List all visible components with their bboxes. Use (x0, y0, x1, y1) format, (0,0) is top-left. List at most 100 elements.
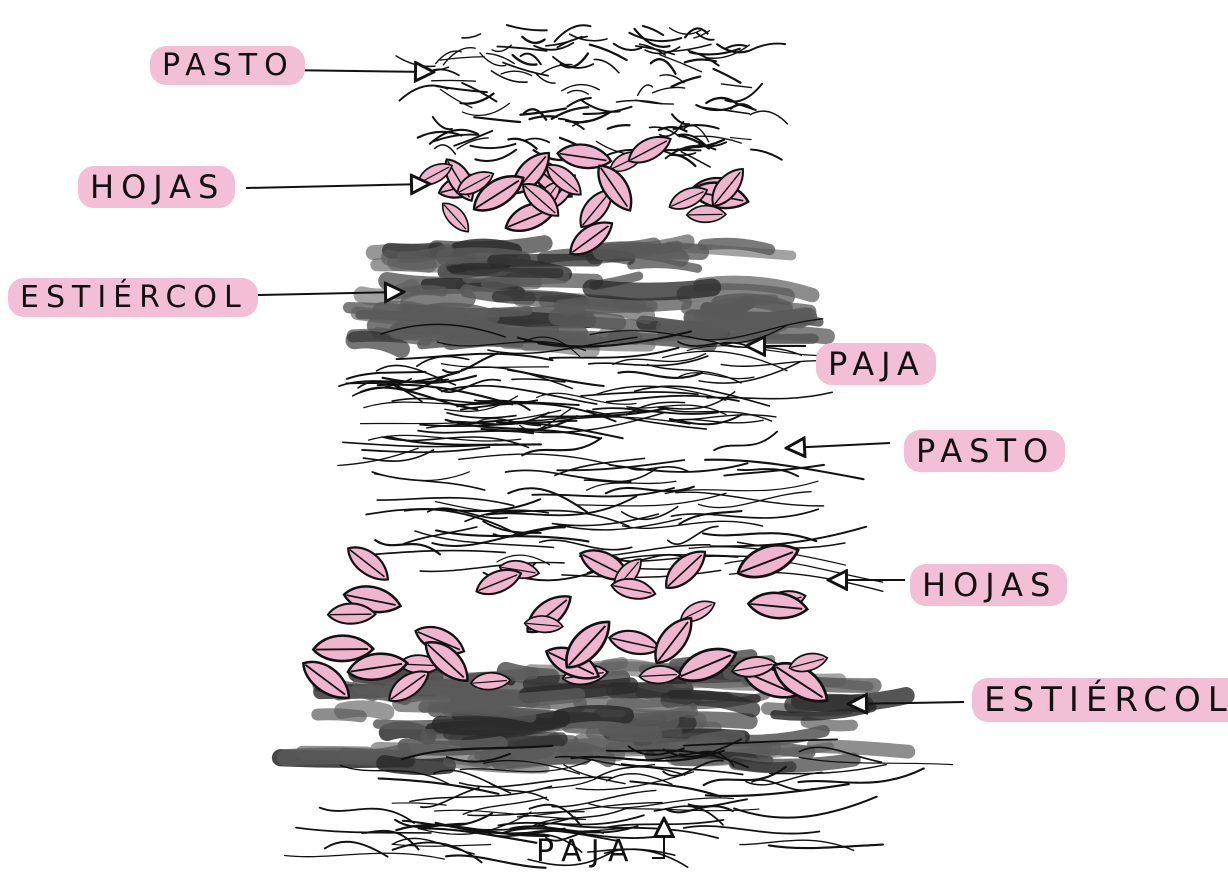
leaf (437, 198, 474, 237)
grass-blade (474, 117, 520, 122)
manure-stroke (718, 300, 786, 308)
grass-stroke (506, 470, 631, 481)
grass-blade (557, 37, 587, 48)
straw-stroke (463, 797, 546, 814)
grass-blade (684, 125, 709, 141)
manure-stroke (591, 287, 712, 291)
label-text: PASTO (904, 430, 1065, 472)
grass-blade (443, 48, 475, 65)
grass-stroke (522, 438, 601, 455)
manure-stroke (557, 317, 619, 323)
manure-stroke (464, 695, 578, 703)
straw-stroke (446, 855, 545, 867)
grass-blade (643, 26, 663, 35)
label-pasto-top: PASTO (150, 48, 305, 83)
leaf-vein (316, 649, 368, 650)
grass-stroke (676, 492, 824, 506)
grass-blade (432, 80, 476, 81)
grass-blade (470, 144, 515, 148)
straw-stroke (552, 790, 656, 806)
leaf-vein (688, 214, 722, 215)
manure-stroke (409, 298, 468, 302)
grass-blade (437, 86, 487, 92)
grass-stroke (377, 498, 513, 506)
grass-blade (568, 90, 589, 94)
straw-stroke (699, 362, 800, 383)
grass-blade (652, 87, 684, 92)
manure-stroke (614, 732, 678, 737)
label-paja-middle: PAJA (816, 345, 936, 383)
grass-blade (434, 69, 459, 75)
grass-blade (462, 34, 481, 38)
manure-stroke (381, 310, 436, 318)
grass-stroke (420, 562, 564, 571)
grass-blade (651, 59, 676, 74)
label-text: ESTIÉRCOL (972, 678, 1228, 722)
grass-blade (433, 117, 452, 129)
grass-blade (660, 55, 702, 72)
manure-stroke (567, 305, 647, 315)
straw-stroke (613, 354, 706, 365)
grass-blade (400, 85, 448, 100)
grass-blade (522, 37, 544, 43)
grass-blade (750, 111, 787, 124)
straw-stroke (410, 786, 552, 801)
straw-stroke (648, 364, 741, 382)
grass-blade (440, 57, 484, 60)
grass-blade (730, 138, 751, 140)
manure-stroke (448, 710, 531, 717)
leaf-vein (330, 614, 371, 615)
straw-stroke (769, 845, 883, 849)
manure-stroke (384, 763, 447, 767)
grass-blade (608, 125, 630, 129)
leaf (607, 626, 662, 658)
label-text: PAJA (816, 343, 936, 385)
manure-stroke (454, 269, 558, 273)
label-hojas-bottom: HOJAS (910, 566, 1067, 604)
manure-stroke (632, 264, 698, 269)
straw-stroke (320, 808, 414, 823)
grass-blade (501, 71, 531, 75)
grass-blade (435, 145, 456, 154)
label-estiercol-bottom: ESTIÉRCOL (972, 680, 1228, 720)
grass-blade (507, 25, 547, 30)
straw-stroke (706, 784, 849, 796)
grass-stroke (374, 472, 469, 481)
grass-blade (750, 44, 785, 51)
label-text: PAJA (536, 834, 638, 869)
leaf-shape (607, 626, 662, 658)
straw-stroke (684, 826, 820, 834)
grass-stroke (575, 493, 726, 506)
manure-stroke (714, 313, 805, 319)
label-pasto-middle: PASTO (904, 432, 1065, 470)
manure-stroke (601, 250, 680, 259)
grass-stroke (703, 533, 816, 541)
straw-stroke (461, 403, 616, 421)
straw-stroke (392, 803, 446, 805)
grass-blade (713, 69, 740, 83)
grass-blade (568, 98, 591, 107)
pointer-arrow (788, 443, 890, 448)
label-paja-bottom: PAJA (536, 834, 638, 869)
grass-stroke (508, 488, 587, 512)
grass-blade (460, 94, 493, 104)
manure-stroke (564, 752, 618, 755)
straw-stroke (285, 853, 445, 859)
straw-stroke (734, 797, 877, 818)
grass-stroke (714, 432, 777, 451)
manure-stroke (317, 714, 361, 716)
grass-blade (629, 33, 681, 41)
manure-stroke (560, 713, 626, 717)
grass-stroke (362, 447, 489, 452)
grass-blade (534, 43, 573, 50)
leaf-shape (342, 539, 395, 587)
straw-stroke (397, 354, 553, 360)
grass-stroke (622, 521, 762, 528)
label-text: HOJAS (910, 564, 1067, 606)
grass-blade (594, 59, 619, 72)
grass-blade (440, 89, 472, 107)
manure-stroke (344, 749, 405, 755)
grass-blade (726, 45, 747, 48)
leaf (342, 539, 395, 587)
